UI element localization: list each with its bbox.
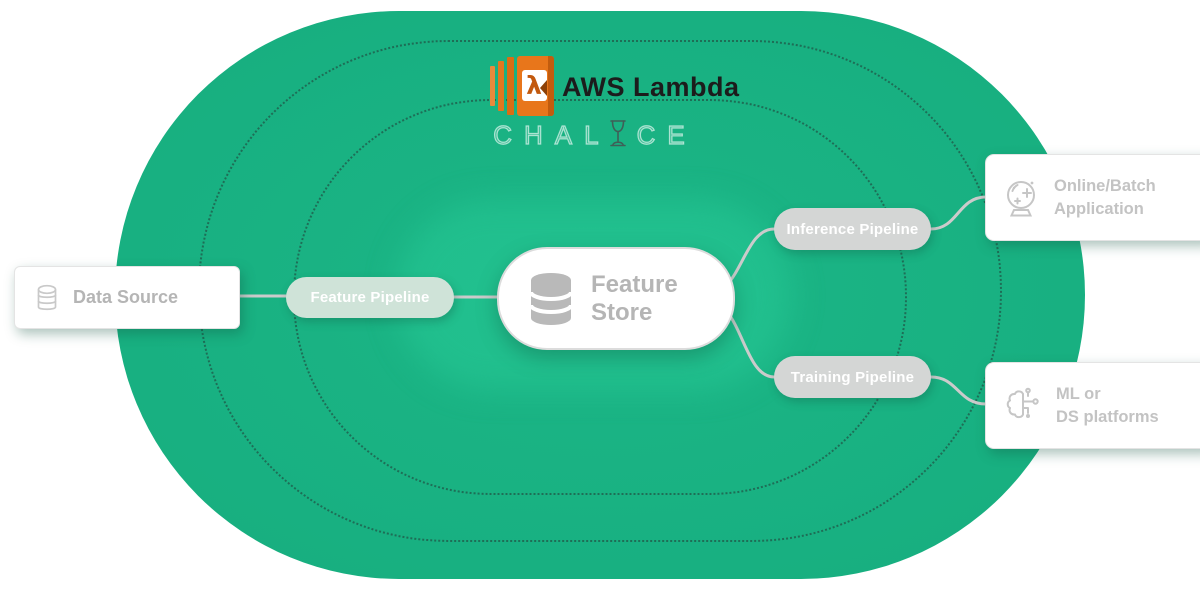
training-pipeline-label: Training Pipeline	[790, 368, 915, 386]
node-ml-ds-platforms: ML or DS platforms	[985, 362, 1200, 449]
online-batch-line2: Application	[1054, 199, 1144, 218]
database-outline-icon	[37, 284, 57, 310]
online-batch-label: Online/Batch Application	[1054, 175, 1156, 220]
online-batch-line1: Online/Batch	[1054, 177, 1156, 196]
chalice-goblet-icon	[609, 120, 626, 147]
feature-store-line1: Feature	[591, 270, 678, 298]
node-feature-pipeline: Feature Pipeline	[286, 277, 454, 318]
feature-store-label: Feature Store	[591, 271, 678, 326]
connector-inference-onlinebatch	[929, 195, 988, 231]
brain-circuit-icon	[1006, 387, 1039, 418]
crystal-ball-icon	[1007, 180, 1035, 216]
node-training-pipeline: Training Pipeline	[774, 356, 931, 398]
inference-pipeline-label: Inference Pipeline	[786, 220, 919, 238]
node-inference-pipeline: Inference Pipeline	[774, 208, 931, 250]
node-online-batch-application: Online/Batch Application	[985, 154, 1200, 241]
aws-lambda-title: AWS Lambda	[562, 72, 740, 102]
data-source-label: Data Source	[73, 287, 179, 307]
chalice-wordmark: CHAL CE	[0, 119, 1190, 151]
node-data-source: Data Source	[14, 266, 240, 329]
chalice-text-left: CHAL	[493, 119, 611, 150]
chalice-text-right: CE	[636, 119, 697, 150]
ml-ds-label: ML or DS platforms	[1056, 383, 1159, 428]
node-feature-store: Feature Store	[497, 247, 735, 350]
ml-ds-line1: ML or	[1056, 385, 1101, 404]
aws-lambda-icon: λ	[490, 56, 554, 116]
feature-pipeline-label: Feature Pipeline	[310, 289, 430, 306]
database-solid-icon	[529, 272, 573, 325]
lambda-glyph: λ	[526, 71, 542, 100]
ml-ds-line2: DS platforms	[1056, 407, 1159, 426]
feature-store-line2: Store	[591, 298, 653, 326]
connector-training-mlds	[929, 375, 988, 406]
